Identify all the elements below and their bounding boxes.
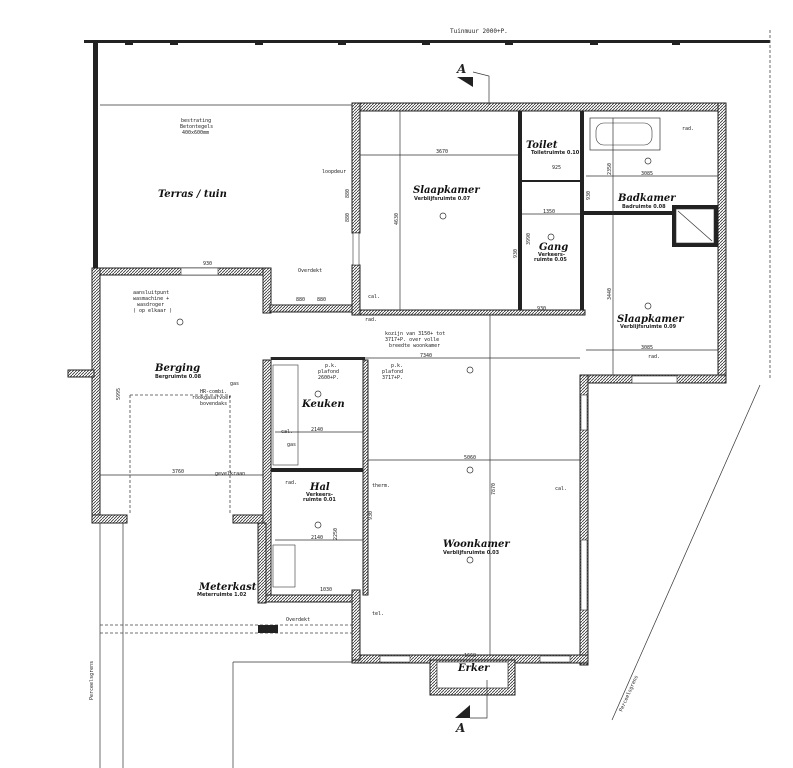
- dimension: 3085: [641, 345, 653, 351]
- covered-label: Overdekt: [298, 268, 322, 274]
- garden-wall: [84, 40, 770, 270]
- dimension: 930: [586, 191, 592, 200]
- dimension: 3440: [607, 288, 613, 300]
- paving-label: Betontegels: [180, 124, 213, 130]
- covered-label: Overdekt: [286, 617, 310, 623]
- note: kozijn van 3150+ tot: [385, 331, 445, 337]
- room-subtitle: ruimte 0.01: [303, 497, 336, 503]
- room-hal: Hal: [309, 482, 330, 493]
- note: therm.: [372, 483, 390, 489]
- section-marker-bottom: A: [455, 680, 488, 735]
- dimension: 3990: [526, 233, 532, 245]
- interior-walls: [271, 111, 718, 596]
- dimension: 2140: [311, 535, 323, 541]
- radiator-label: rad.: [682, 126, 694, 132]
- paving-label: 400x600mm: [182, 130, 209, 136]
- radiator-label: rad.: [648, 354, 660, 360]
- dimension: 2250: [333, 528, 339, 540]
- room-living: Woonkamer: [443, 539, 510, 550]
- dimension: 930: [513, 249, 519, 258]
- room-subtitle: Verblijfsruimte 0.03: [443, 550, 500, 556]
- note: plafond: [318, 369, 339, 375]
- room-subtitle: Meterruimte 1.02: [197, 592, 247, 598]
- room-bedroom-1: Slaapkamer: [413, 185, 480, 196]
- note: gevelkraan: [215, 471, 245, 477]
- dimension: 7340: [420, 353, 432, 359]
- door-label: loopdeur: [322, 169, 346, 175]
- dimension: 880: [317, 297, 326, 303]
- room-toilet: Toilet: [526, 140, 558, 151]
- room-terrace: Terras / tuin: [158, 189, 227, 200]
- note: p.k.: [325, 363, 337, 369]
- dimension: 880: [345, 189, 351, 198]
- dimension: 5995: [116, 388, 122, 400]
- note: cal.: [368, 294, 380, 300]
- note: cal.: [281, 429, 293, 435]
- room-meterkast: Meterkast: [198, 582, 257, 593]
- boundary-line-diagonal: [611, 384, 761, 721]
- dimension: 3670: [436, 149, 448, 155]
- dimension: 4630: [394, 213, 400, 225]
- room-subtitle: Badruimte 0.08: [622, 204, 666, 210]
- svg-text:A: A: [456, 62, 466, 76]
- dimension: 5060: [464, 455, 476, 461]
- dimension: 1350: [543, 209, 555, 215]
- note: cal.: [555, 486, 567, 492]
- dimension: 2140: [311, 427, 323, 433]
- paving-label: bestrating: [181, 118, 211, 124]
- note: HR-combi.: [200, 389, 227, 395]
- note: 2600+P.: [318, 375, 339, 381]
- room-subtitle: Bergruimte 0.08: [155, 374, 202, 380]
- boundary-label-left: Perceelsgrens: [89, 661, 95, 700]
- note: 3717+P. over volle: [385, 337, 439, 343]
- light-fixture-icons: [176, 157, 652, 564]
- garden-wall-label: Tuinmuur 2000+P.: [450, 28, 508, 35]
- dimension: 3760: [172, 469, 184, 475]
- dimension: 1668: [464, 653, 476, 659]
- room-subtitle: Toiletruimte 0.10: [531, 150, 580, 156]
- dimension: 925: [552, 165, 561, 171]
- dimension: 930: [368, 511, 374, 520]
- room-erker: Erker: [457, 663, 490, 674]
- dimension: 2350: [607, 163, 613, 175]
- room-subtitle: Verblijfsruimte 0.09: [620, 324, 677, 330]
- dimension: 3085: [641, 171, 653, 177]
- note: wasdroger: [137, 302, 164, 308]
- note: gas: [287, 442, 296, 448]
- dimension: 880: [345, 213, 351, 222]
- note: wasmachine +: [133, 296, 169, 302]
- room-subtitle: Verkeers-: [538, 252, 565, 258]
- room-subtitle: ruimte 0.05: [534, 257, 567, 263]
- note: plafond: [382, 369, 403, 375]
- boundary-label-right: Perceelsgrens: [618, 675, 639, 713]
- room-subtitle: Verkeers-: [306, 492, 333, 498]
- room-kitchen: Keuken: [301, 399, 345, 410]
- note: breedte woonkamer: [389, 343, 440, 349]
- note: tel.: [372, 611, 384, 617]
- dimension: 1030: [320, 587, 332, 593]
- note: aansluitpunt: [133, 290, 169, 296]
- dimension: 930: [203, 261, 212, 267]
- note: p.k.: [391, 363, 403, 369]
- note: ( op elkaar ): [133, 308, 172, 314]
- dimension: 7870: [491, 483, 497, 495]
- dimension: 930: [537, 306, 546, 312]
- room-gang: Gang: [539, 242, 568, 253]
- room-subtitle: Verblijfsruimte 0.07: [414, 196, 471, 202]
- room-berging: Berging: [154, 363, 200, 374]
- room-bedroom-2: Slaapkamer: [617, 314, 684, 325]
- note: rookgasafvoer: [192, 395, 231, 401]
- dimension: 880: [296, 297, 305, 303]
- note: gas: [230, 381, 239, 387]
- section-marker-top: A: [456, 62, 490, 105]
- note: 3717+P.: [382, 375, 403, 381]
- radiator-label: rad.: [285, 480, 297, 486]
- radiator-label: rad.: [365, 317, 377, 323]
- note: bovendaks: [200, 401, 227, 407]
- svg-text:A: A: [455, 721, 465, 735]
- room-bathroom: Badkamer: [617, 193, 676, 204]
